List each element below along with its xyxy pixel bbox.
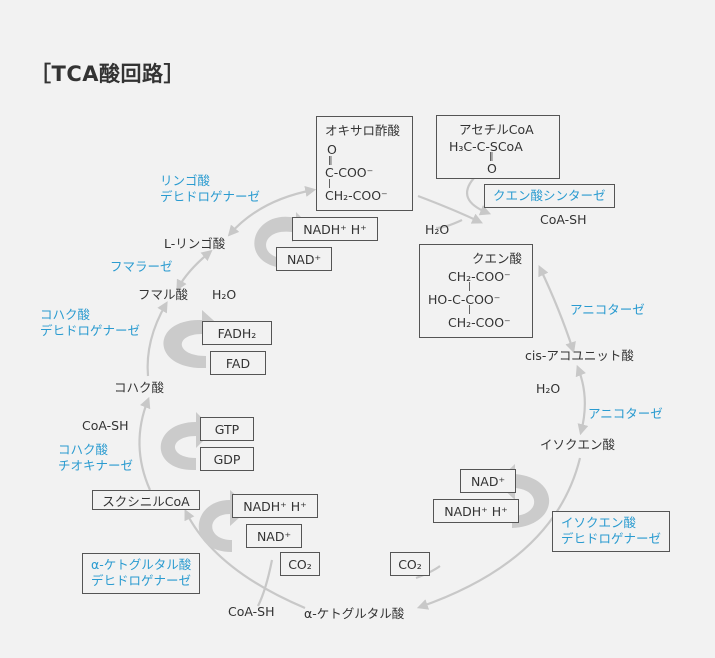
coa-sh-akg-label: CoA-SH (228, 604, 275, 619)
oxaloacetate-box: オキサロ酢酸 O ‖ C-COO⁻ | CH₂-COO⁻ (316, 116, 413, 211)
fadh2-box: FADH₂ (202, 321, 272, 345)
coa-sh-citrate-label: CoA-SH (540, 212, 587, 227)
malate-label: L-リンゴ酸 (164, 236, 226, 251)
fumarase-label: フマラーゼ (110, 259, 173, 274)
nadh-h-box-akg: NADH⁺ H⁺ (232, 494, 318, 518)
acetyl-coa-name: アセチルCoA (459, 122, 534, 137)
citrate-name: クエン酸 (472, 251, 523, 266)
oxaloacetate-line1: C-COO⁻ (325, 165, 374, 180)
arrow-isocitrate-to-akg (416, 457, 582, 610)
nad-box-malate: NAD⁺ (276, 247, 332, 271)
arrow-acetylcoa-to-citrate (465, 177, 492, 216)
succinyl-coa-box: スクシニルCoA (92, 490, 200, 510)
h2o-citrate-label: H₂O (425, 222, 450, 237)
nadh-h-box-iso: NADH⁺ H⁺ (433, 499, 519, 523)
succinyl-coa-synthetase-label: コハク酸 チオキナーゼ (58, 442, 134, 474)
citrate-synthase-box: クエン酸シンターゼ (484, 184, 615, 209)
h2o-fumarate-label: H₂O (212, 287, 237, 302)
aconitase-label-1: アニコターゼ (570, 302, 645, 317)
isocitrate-dh-box: イソクエン酸 デヒドロゲナーゼ (552, 511, 671, 552)
isocitrate-label: イソクエン酸 (540, 437, 616, 452)
arrow-succinylcoa-to-succinate (138, 396, 152, 491)
single-bond: | (468, 305, 472, 315)
nad-box-akg: NAD⁺ (246, 524, 302, 548)
oxaloacetate-line2: CH₂-COO⁻ (325, 188, 388, 203)
oxaloacetate-o: O (327, 142, 337, 157)
double-bond: ‖ (328, 156, 333, 166)
coa-sh-succinyl-label: CoA-SH (82, 418, 129, 433)
arrow-oxaloacetate-to-citrate (417, 194, 483, 224)
gdp-box: GDP (200, 447, 254, 471)
citrate-line1: CH₂-COO⁻ (448, 269, 511, 284)
acetyl-coa-formula: H₃C-C-SCoA (449, 139, 523, 154)
citrate-box: クエン酸 CH₂-COO⁻ | HO-C-COO⁻ | CH₂-COO⁻ (419, 244, 533, 338)
arrow-malate-to-oxaloacetate (227, 186, 317, 237)
gtp-box: GTP (200, 417, 254, 441)
akg-dh-box: α-ケトグルタル酸 デヒドロゲナーゼ (82, 553, 201, 594)
succinate-label: コハク酸 (114, 380, 165, 395)
fumarate-label: フマル酸 (138, 287, 189, 302)
arrow-succinate-to-fumarate (146, 301, 168, 377)
arrow-citrate-to-cisaconitate (538, 265, 576, 354)
oxaloacetate-name: オキサロ酢酸 (325, 123, 401, 138)
double-bond: ‖ (489, 152, 494, 162)
cis-aconitate-label: cis-アコユニット酸 (525, 348, 634, 363)
arrow-coash-akg (257, 559, 274, 607)
alpha-kg-label: α-ケトグルタル酸 (304, 606, 405, 621)
h2o-aconitase-label: H₂O (536, 381, 561, 396)
arrow-fumarate-to-malate (176, 249, 213, 291)
malate-dh-label: リンゴ酸 デヒドロゲナーゼ (160, 173, 261, 205)
single-bond: | (328, 179, 332, 189)
page-title: ［TCA酸回路］ (30, 62, 185, 86)
co2-box-iso: CO₂ (390, 552, 430, 576)
co2-box-akg: CO₂ (280, 552, 320, 576)
nad-box-iso: NAD⁺ (460, 469, 516, 493)
single-bond: | (468, 282, 472, 292)
arrow-cisaconitate-to-isocitrate (575, 364, 589, 436)
arrow-akg-to-succinylcoa (184, 509, 306, 610)
fad-box: FAD (210, 351, 266, 375)
citrate-line3: CH₂-COO⁻ (448, 315, 511, 330)
aconitase-label-2: アニコターゼ (588, 406, 663, 421)
nadh-h-box-malate: NADH⁺ H⁺ (292, 217, 378, 241)
acetyl-coa-box: アセチルCoA H₃C-C-SCoA ‖ O (436, 115, 560, 179)
arrow-citrate-to-h2o (435, 219, 463, 230)
acetyl-coa-o: O (487, 161, 497, 176)
citrate-line2: HO-C-COO⁻ (428, 292, 501, 307)
arrow-co2-iso-release (415, 565, 441, 580)
succinate-dh-label: コハク酸 デヒドロゲナーゼ (40, 307, 141, 339)
